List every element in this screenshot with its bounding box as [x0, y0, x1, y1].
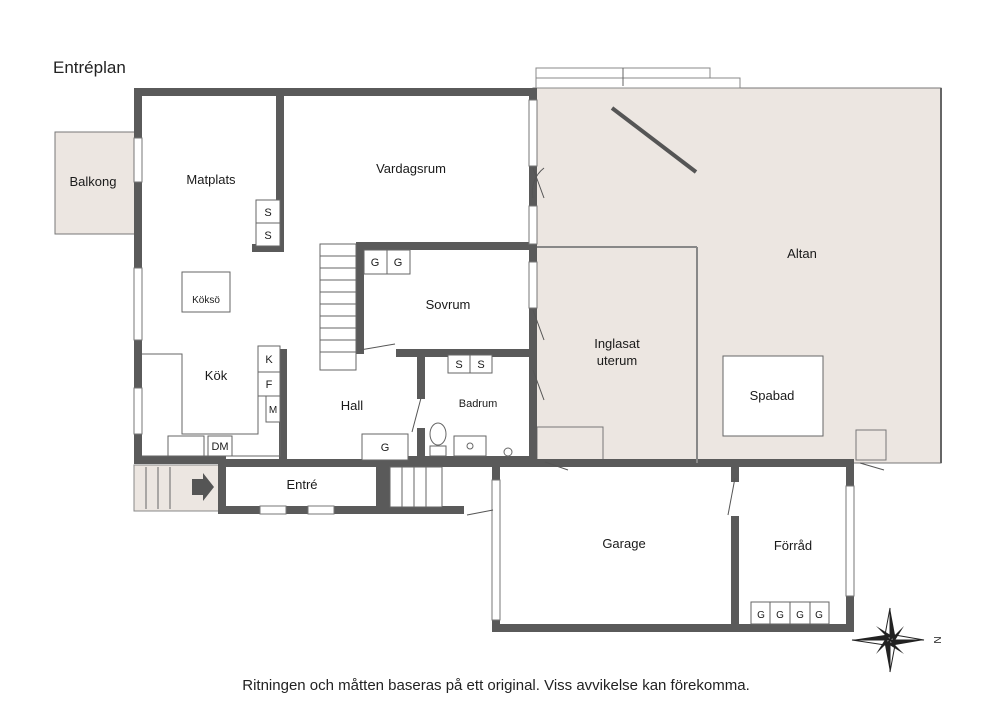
- altan-top-step-2: [535, 77, 741, 89]
- room-entre: Entré: [286, 477, 317, 492]
- fridge-label: K: [265, 354, 273, 366]
- freezer-label: F: [266, 379, 273, 391]
- heater-label: G: [776, 610, 784, 621]
- heater-label: G: [394, 257, 403, 269]
- wardrobe-label: S: [477, 359, 484, 371]
- kitchen-island-label: Köksö: [192, 295, 220, 306]
- room-balkong: Balkong: [70, 174, 117, 189]
- room-forrad: Förråd: [774, 538, 812, 553]
- room-badrum: Badrum: [459, 398, 498, 410]
- room-vardagsrum: Vardagsrum: [376, 161, 446, 176]
- wardrobe-label: S: [455, 359, 462, 371]
- windows: [133, 99, 855, 621]
- stairs: [145, 243, 443, 509]
- disclaimer-text: Ritningen och måtten baseras på ett orig…: [242, 677, 750, 694]
- room-kok: Kök: [205, 368, 228, 383]
- heater-label: G: [371, 257, 380, 269]
- compass-north-label: N: [931, 636, 942, 643]
- uterum-steps: [536, 426, 604, 464]
- plan-title: Entréplan: [53, 58, 126, 77]
- heater-label: G: [757, 610, 765, 621]
- glazed-walls: [537, 246, 698, 463]
- room-garage: Garage: [602, 536, 645, 551]
- heater-label: G: [815, 610, 823, 621]
- room-matplats: Matplats: [186, 172, 236, 187]
- entrance-arrow-icon: [192, 473, 214, 501]
- deck-areas: [54, 67, 942, 512]
- room-hall: Hall: [341, 398, 364, 413]
- room-inglasat-line2: uterum: [597, 353, 637, 368]
- room-spabad: Spabad: [750, 388, 795, 403]
- room-inglasat-line1: Inglasat: [594, 336, 640, 351]
- heater-label: G: [381, 442, 390, 454]
- wardrobe-label: S: [264, 230, 271, 242]
- spabad-box: [722, 355, 824, 437]
- bathroom-fixtures: [429, 422, 513, 457]
- altan-step-right: [855, 429, 887, 461]
- kitchen-counters: [142, 199, 281, 457]
- compass-icon: N: [851, 607, 942, 673]
- heater-label: G: [796, 610, 804, 621]
- fixture-boxes: [361, 249, 830, 625]
- dishwasher-label: DM: [211, 441, 228, 453]
- wardrobe-label: S: [264, 207, 271, 219]
- skylight: [610, 106, 698, 174]
- room-altan: Altan: [787, 246, 817, 261]
- microwave-label: M: [269, 405, 277, 416]
- doors: [359, 167, 885, 516]
- room-sovrum: Sovrum: [426, 297, 471, 312]
